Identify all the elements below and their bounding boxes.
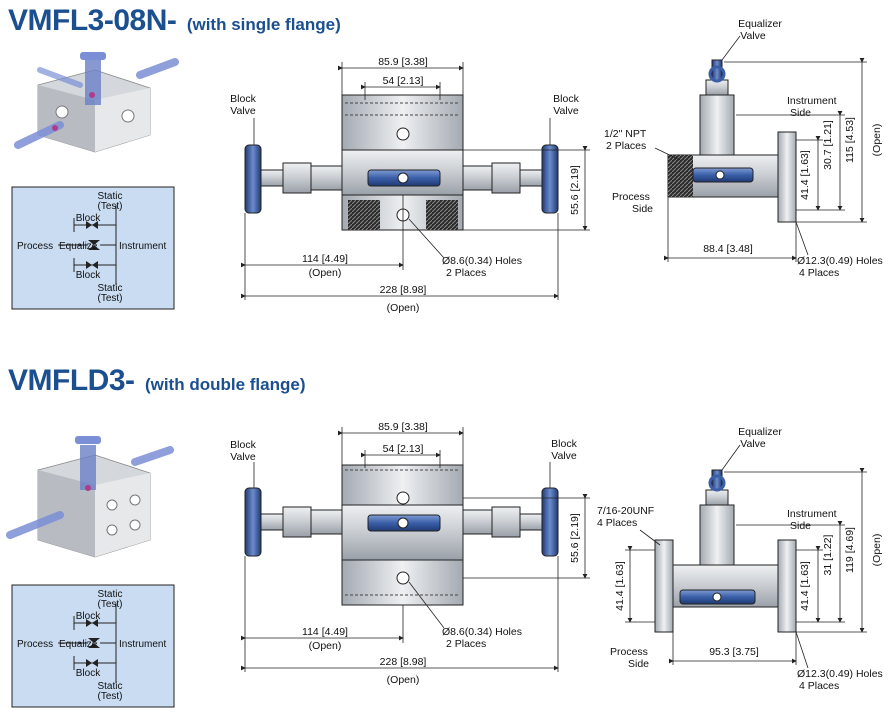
side-view-2: Equalizer Valve Instrument Side 7/16-20U…	[597, 426, 883, 692]
f1-dim-total-note: (Open)	[387, 302, 420, 314]
s2-dim-h3-note: (Open)	[871, 534, 883, 567]
sch1-equalize: Equalize	[59, 241, 98, 252]
s2-process-1: Process	[610, 646, 648, 658]
side-view-1: Equalizer Valve Instrument Side 1/2" NPT…	[604, 18, 883, 279]
s2-dim-h1: 41.4 [1.63]	[799, 561, 811, 611]
f1-dim-half-note: (Open)	[309, 267, 342, 279]
sch2-test-bottom: (Test)	[98, 691, 123, 702]
sch2-test-top: (Test)	[98, 599, 123, 610]
product-illustration-2	[6, 436, 174, 558]
s2-process-2: Side	[628, 658, 649, 670]
sch2-static-bottom: Static	[97, 681, 122, 692]
f2-dim-half-note: (Open)	[309, 640, 342, 652]
front-view-1: 85.9 [3.38] 54 [2.13] 55.6 [2.19] 114 [4…	[230, 56, 590, 314]
s1-holes-2: 4 Places	[799, 267, 839, 279]
s1-npt-2: 2 Places	[606, 140, 646, 152]
f1-holes-2: 2 Places	[446, 267, 486, 279]
section2-model: VMFLD3-	[8, 364, 135, 397]
s2-dim-depth: 95.3 [3.75]	[709, 646, 759, 658]
f2-block-right-2: Valve	[551, 450, 577, 462]
section2-subtitle: (with double flange)	[144, 375, 306, 394]
sch1-block-bottom: Block	[76, 270, 101, 281]
f2-dim-half: 114 [4.49]	[302, 626, 348, 638]
f2-holes-2: 2 Places	[446, 638, 486, 650]
f1-block-right-1: Block	[553, 93, 579, 105]
f1-block-left-1: Block	[230, 93, 256, 105]
f2-dim-height: 55.6 [2.19]	[569, 513, 581, 563]
f1-holes-1: Ø8.6(0.34) Holes	[442, 255, 522, 267]
s2-unf-2: 4 Places	[597, 517, 637, 529]
s2-equalizer-1: Equalizer	[738, 426, 782, 438]
s2-instrument-1: Instrument	[787, 508, 837, 520]
s2-holes-2: 4 Places	[799, 680, 839, 692]
sch1-test-bottom: (Test)	[98, 293, 123, 304]
f2-dim-width: 85.9 [3.38]	[378, 421, 428, 433]
sch2-block-top: Block	[76, 611, 101, 622]
section1-subtitle: (with single flange)	[186, 15, 341, 34]
sch2-process: Process	[17, 639, 53, 650]
f1-dim-inner: 54 [2.13]	[383, 75, 424, 87]
s2-dim-h3: 119 [4.69]	[844, 527, 856, 573]
sch2-equalize: Equalize	[59, 639, 98, 650]
f1-block-right-2: Valve	[553, 105, 579, 117]
sch1-instrument: Instrument	[119, 241, 166, 252]
f1-dim-height: 55.6 [2.19]	[569, 165, 581, 215]
s1-holes-1: Ø12.3(0.49) Holes	[797, 255, 883, 267]
s1-equalizer-1: Equalizer	[738, 18, 782, 30]
f1-block-left-2: Valve	[230, 105, 256, 117]
sch2-instrument: Instrument	[119, 639, 166, 650]
s1-dim-h3-note: (Open)	[871, 124, 883, 157]
f1-dim-width: 85.9 [3.38]	[378, 56, 428, 68]
s1-dim-h1: 41.4 [1.63]	[799, 150, 811, 200]
s2-instrument-2: Side	[790, 520, 811, 532]
s2-unf-1: 7/16-20UNF	[597, 505, 654, 517]
f1-dim-half: 114 [4.49]	[302, 253, 348, 265]
f1-dim-total: 228 [8.98]	[380, 284, 427, 296]
f2-block-left-2: Valve	[230, 451, 256, 463]
front-view-2: 85.9 [3.38] 54 [2.13] 55.6 [2.19] 114 [4…	[230, 421, 590, 686]
f2-dim-inner: 54 [2.13]	[383, 443, 424, 455]
section1-title: VMFL3-08N- (with single flange)	[8, 4, 341, 38]
f2-holes-1: Ø8.6(0.34) Holes	[442, 626, 522, 638]
s1-dim-depth: 88.4 [3.48]	[703, 243, 753, 255]
sch1-static-top: Static	[97, 191, 122, 202]
s1-process-2: Side	[632, 203, 653, 215]
f2-block-right-1: Block	[551, 438, 577, 450]
s2-holes-1: Ø12.3(0.49) Holes	[797, 668, 883, 680]
flow-schematic-1: Static (Test) Block Process Equalize Ins…	[11, 186, 175, 310]
product-illustration-1	[14, 52, 179, 153]
s1-equalizer-2: Valve	[740, 30, 766, 42]
s1-instrument-1: Instrument	[787, 95, 837, 107]
sch1-process: Process	[17, 241, 53, 252]
s1-npt-1: 1/2" NPT	[604, 128, 647, 140]
sch1-block-top: Block	[76, 213, 101, 224]
s2-dim-h2: 31 [1.22]	[822, 534, 834, 575]
f2-dim-total-note: (Open)	[387, 674, 420, 686]
flow-schematic-2: Static (Test) Block Process Equalize Ins…	[11, 584, 175, 708]
s1-instrument-2: Side	[790, 107, 811, 119]
s1-process-1: Process	[612, 191, 650, 203]
f2-dim-total: 228 [8.98]	[380, 656, 427, 668]
sch1-static-bottom: Static	[97, 283, 122, 294]
section1-model: VMFL3-08N-	[8, 4, 177, 37]
s2-dim-h-left: 41.4 [1.63]	[614, 561, 626, 611]
sch1-test-top: (Test)	[98, 201, 123, 212]
sch2-block-bottom: Block	[76, 668, 101, 679]
s1-dim-h2: 30.7 [1.21]	[822, 120, 834, 170]
sch2-static-top: Static	[97, 589, 122, 600]
s2-equalizer-2: Valve	[740, 438, 766, 450]
section2-title: VMFLD3- (with double flange)	[8, 364, 306, 398]
f2-block-left-1: Block	[230, 439, 256, 451]
s1-dim-h3: 115 [4.53]	[844, 117, 856, 163]
